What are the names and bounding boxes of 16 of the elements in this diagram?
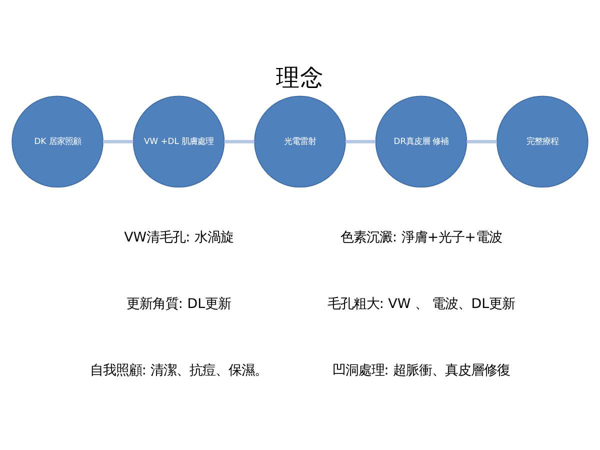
node-circle: DR真皮層 修補 <box>375 96 468 188</box>
connector <box>345 140 376 144</box>
diagram-title: 理念 <box>276 64 324 92</box>
node-circle: VW +DL 肌膚處理 <box>132 96 225 188</box>
connector <box>466 140 497 144</box>
label: 更新角質: DL更新 <box>126 297 232 312</box>
node-circle: 光電雷射 <box>254 96 346 188</box>
label: 自我照顧: 清潔、抗痘、保濕。 <box>90 364 268 379</box>
connector <box>224 140 254 144</box>
connector <box>103 140 134 144</box>
node-circle: 完整療程 <box>496 96 588 188</box>
node-circle: DK 居家照顧 <box>12 96 104 188</box>
label: VW清毛孔: 水渦旋 <box>124 230 234 246</box>
label: 色素沉澱: 淨膚+光子+電波 <box>340 230 502 246</box>
label: 凹洞處理: 超脈衝、真皮層修復 <box>332 364 510 379</box>
label: 毛孔粗大: VW 、 電波、DL更新 <box>327 297 516 312</box>
